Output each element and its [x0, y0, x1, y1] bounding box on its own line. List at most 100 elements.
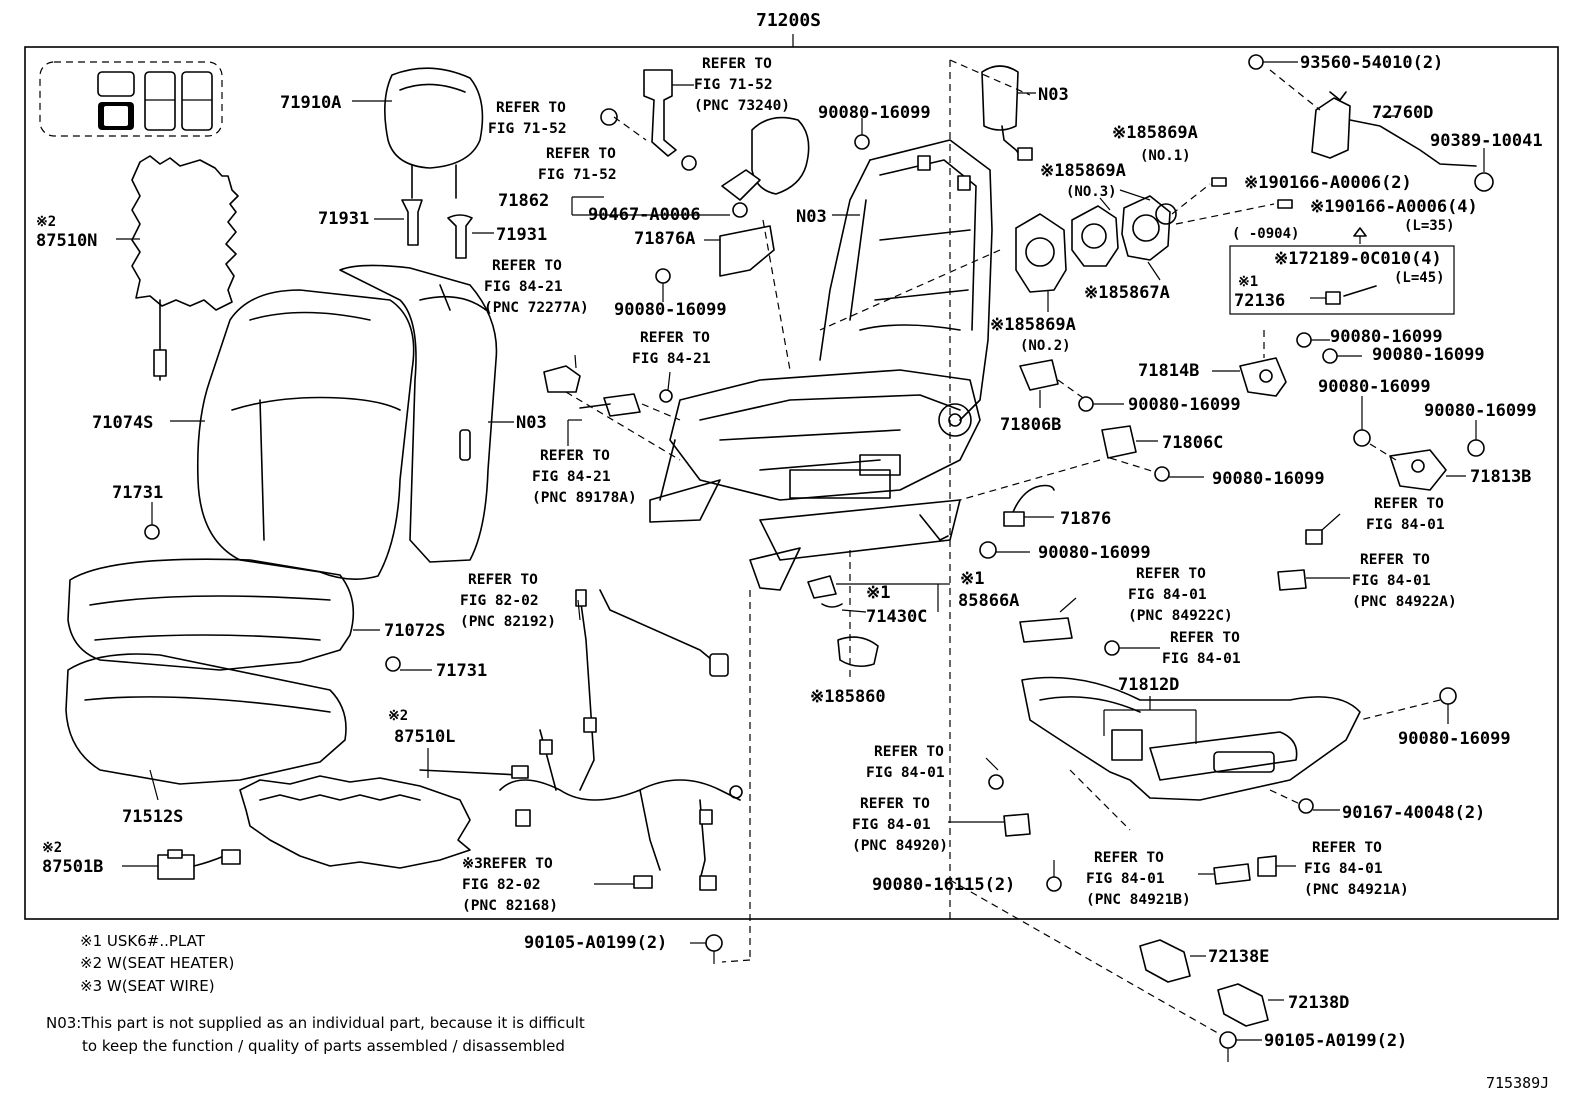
refer-line: FIG 71-52: [694, 77, 773, 93]
refer-line: FIG 84-21: [632, 351, 711, 367]
refer-line: FIG 84-01: [1304, 861, 1383, 877]
part-number-label: ※1: [1238, 274, 1258, 290]
recliner-mechanism: [819, 177, 1293, 331]
part-number-label: 71814B: [1138, 361, 1199, 381]
part-number-label: 71731: [112, 483, 163, 503]
refer-line: REFER TO: [496, 100, 566, 116]
part-number-label: 71430C: [866, 607, 927, 627]
refer-line: (PNC 84921A): [1304, 882, 1409, 898]
refer-line: (PNC 89178A): [532, 490, 637, 506]
part-number-label: 90080-16099: [1398, 729, 1511, 749]
part-number-label: ※172189-0C010(4): [1274, 249, 1442, 269]
seat-cushion: [65, 502, 432, 801]
figure-code: 715389J: [1486, 1074, 1550, 1092]
side-brackets: [1212, 330, 1485, 491]
part-number-label: (NO.2): [1020, 338, 1071, 354]
part-number-label: 90080-16099: [1424, 401, 1537, 421]
refer-line: REFER TO: [1170, 630, 1240, 646]
part-number-label: 71812D: [1118, 675, 1179, 695]
part-number-label: 90080-16099: [1128, 395, 1241, 415]
diagram-frame: [24, 34, 1559, 1041]
refer-line: REFER TO: [468, 572, 538, 588]
part-number-label: 90105-A0199(2): [524, 933, 667, 953]
part-number-label: 93560-54010(2): [1300, 53, 1443, 73]
note-n03: N03:This part is not supplied as an indi…: [46, 1014, 585, 1032]
part-number-label: 85866A: [958, 591, 1019, 611]
refer-line: REFER TO: [874, 744, 944, 760]
headrest-guides: [374, 199, 494, 259]
part-number-label: 90105-A0199(2): [1264, 1031, 1407, 1051]
note-n03-cont: to keep the function / quality of parts …: [82, 1037, 565, 1055]
part-number-label: ※1: [960, 569, 984, 589]
part-number-label: ※185869A: [1040, 161, 1126, 181]
refer-line: (PNC 82168): [462, 898, 558, 914]
part-number-label: 90080-16099: [1038, 543, 1151, 563]
part-number-label: N03: [1038, 85, 1069, 105]
part-number-label: 90467-A0006: [588, 205, 701, 225]
refer-to-note: REFER TO FIG 84-01 (PNC 84922C): [1128, 566, 1233, 624]
note-2: ※2 W(SEAT HEATER): [80, 954, 235, 972]
part-number-label: 71072S: [384, 621, 445, 641]
seatback-cover: [170, 264, 514, 580]
part-number-label: 90080-16099: [818, 103, 931, 123]
part-number-label: 71876: [1060, 509, 1111, 529]
part-number-label: ※190166-A0006(2): [1244, 173, 1412, 193]
refer-line: REFER TO: [1136, 566, 1206, 582]
refer-line: FIG 84-01: [1352, 573, 1431, 589]
part-number-label: 71931: [318, 209, 369, 229]
refer-line: ※3REFER TO: [462, 856, 553, 872]
part-number-label: 90080-16099: [1372, 345, 1485, 365]
switch-knobs: [948, 513, 1350, 892]
refer-line: REFER TO: [1374, 496, 1444, 512]
part-number-label: N03: [796, 207, 827, 227]
part-number-label: ※1: [866, 583, 890, 603]
refer-line: REFER TO: [702, 56, 772, 72]
part-number-label: ※2: [42, 840, 62, 856]
part-number-label: 71910A: [280, 93, 341, 113]
part-number-label: N03: [516, 413, 547, 433]
part-number-label: ※185860: [810, 687, 886, 707]
part-number-label: 90080-16099: [1330, 327, 1443, 347]
refer-line: (PNC 84920): [852, 838, 948, 854]
part-number-label: ※190166-A0006(4): [1310, 197, 1478, 217]
refer-line: (PNC 84922C): [1128, 608, 1233, 624]
side-shield: [1021, 676, 1457, 831]
heater-connector: [122, 849, 241, 880]
refer-line: (PNC 84922A): [1352, 594, 1457, 610]
part-number-label: (L=35): [1404, 218, 1455, 234]
part-labels: 71910A※287510N719317193171074S7173171731…: [36, 53, 1543, 1051]
part-number-label: 71806B: [1000, 415, 1061, 435]
refer-line: FIG 84-01: [1128, 587, 1207, 603]
refer-line: FIG 71-52: [538, 167, 617, 183]
part-number-label: 71876A: [634, 229, 695, 249]
part-number-label: ※2: [388, 708, 408, 724]
part-number-label: (NO.3): [1066, 184, 1117, 200]
part-number-label: 90080-16115(2): [872, 875, 1015, 895]
part-number-label: 87510L: [394, 727, 455, 747]
part-number-label: ※2: [36, 214, 56, 230]
screw-group-box: [1229, 245, 1455, 315]
side-trim-clips: [959, 359, 1204, 501]
seat-wire-71876: [979, 484, 1055, 559]
part-number-label: 71862: [498, 191, 549, 211]
part-number-label: 90389-10041: [1430, 131, 1543, 151]
refer-line: (PNC 73240): [694, 98, 790, 114]
refer-line: (PNC 84921B): [1086, 892, 1191, 908]
side-cover-N03: [981, 65, 1036, 161]
refer-to-note: REFER TO FIG 71-52 (PNC 73240): [694, 56, 790, 114]
part-number-label: ※185869A: [990, 315, 1076, 335]
